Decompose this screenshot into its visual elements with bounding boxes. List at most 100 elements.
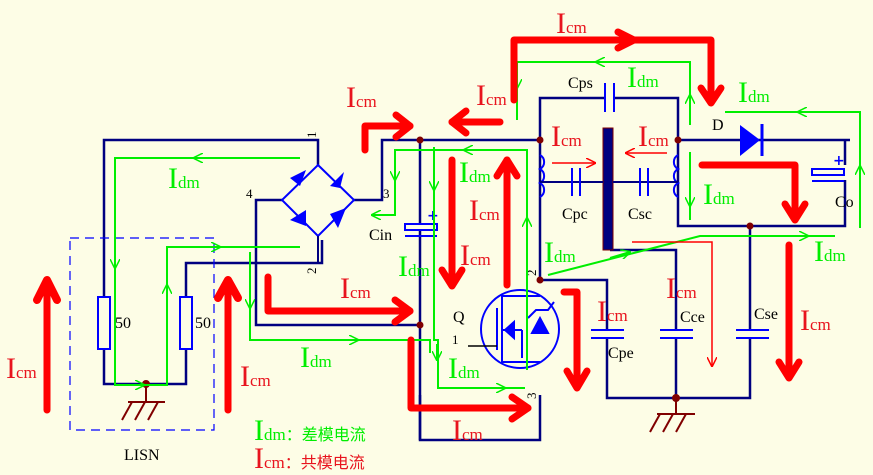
capacitor-cin: + [404, 208, 439, 237]
diode-icon [330, 208, 346, 228]
wire-lisn-r2 [184, 240, 324, 298]
cse-label: Cse [754, 306, 778, 323]
idm-label: Idm [168, 162, 200, 195]
wire-lisn-to-bridge-1 [102, 138, 320, 300]
idm-label: Idm [738, 76, 770, 109]
cm-arrow-up [33, 276, 61, 414]
cps-label: Cps [568, 75, 593, 92]
idm-label: Idm [459, 156, 491, 189]
mosfet-q-label: Q [453, 309, 465, 326]
cm-arrow [448, 107, 504, 137]
bridge-pin-2: 2 [304, 268, 319, 275]
diode-icon [330, 172, 344, 188]
cpe-label: Cpe [608, 345, 634, 362]
cm-arrow-down [698, 161, 809, 224]
idm-label: Idm [814, 235, 846, 268]
resistor-r2 [179, 296, 193, 350]
cm-current-paths [33, 28, 809, 423]
cm-arrow-down [438, 156, 466, 290]
plus-sign: + [427, 208, 439, 224]
resistor-r2-label: 50 [195, 315, 211, 332]
co-label: Co [835, 194, 854, 211]
lisn-box [69, 237, 215, 431]
icm-label: Icm [556, 7, 587, 40]
cm-arrow [407, 336, 532, 423]
transformer [537, 154, 681, 198]
cm-arrow-up [493, 156, 521, 289]
cin-label: Cin [369, 227, 392, 244]
icm-label: Icm [469, 194, 500, 227]
mosfet-q [480, 289, 560, 369]
secondary-winding [672, 154, 681, 198]
wire-diode-co [678, 138, 850, 165]
dm-path [433, 147, 525, 389]
cpc-label: Cpc [562, 206, 588, 223]
dm-path [516, 61, 691, 125]
capacitor-co: + [811, 153, 845, 182]
icm-label: Icm [800, 304, 831, 337]
legend: Idm：差模电流 Icm：共模电流 [254, 414, 366, 475]
wire-cse [677, 226, 752, 400]
mosfet-pin-1: 1 [452, 332, 459, 347]
resistor-r1-label: 50 [115, 315, 131, 332]
current-labels: Idm Idm Idm Idm Idm Idm Idm Idm Idm Idm … [6, 7, 846, 447]
circuit-nodes [416, 136, 754, 329]
icm-label: Icm [476, 79, 507, 112]
capacitor-cps [604, 83, 615, 112]
primary-winding [537, 154, 546, 198]
icm-label: Icm [340, 272, 371, 305]
csc-label: Csc [628, 206, 652, 223]
wire-lisn-bottom [102, 350, 188, 386]
icm-label: Icm [551, 120, 582, 153]
lisn-label: LISN [124, 447, 160, 464]
idm-label: Idm [300, 341, 332, 374]
ground-icon-lisn [121, 380, 165, 421]
wire-bottom-return [418, 395, 542, 442]
mosfet-pin-3: 3 [524, 393, 539, 400]
legend-dm: Idm：差模电流 [254, 414, 366, 447]
icm-label: Icm [666, 272, 697, 305]
cm-arrow [264, 273, 414, 326]
diode-icon [290, 170, 306, 186]
cm-thin-arrows [552, 153, 712, 366]
capacitor-cce [660, 329, 693, 339]
icm-label: Icm [460, 239, 491, 272]
mosfet-pin-2: 2 [524, 270, 539, 277]
resistor-r1 [97, 296, 111, 350]
idm-label: Idm [448, 352, 480, 385]
wire-bridge-3 [354, 138, 540, 202]
idm-label: Idm [703, 178, 735, 211]
legend-cm: Icm：共模电流 [254, 442, 365, 475]
cce-label: Cce [680, 309, 705, 326]
bridge-rectifier [280, 163, 356, 263]
cm-arrow [510, 28, 725, 107]
icm-label: Icm [240, 360, 271, 393]
capacitor-csc [639, 168, 649, 196]
capacitor-cse [736, 329, 769, 339]
idm-label: Idm [627, 61, 659, 94]
plus-sign: + [833, 153, 845, 169]
cm-arrow [361, 111, 414, 154]
bridge-pin-1: 1 [304, 132, 319, 139]
bridge-pin-3: 3 [383, 186, 390, 201]
icm-label: Icm [638, 120, 669, 153]
icm-label: Icm [597, 295, 628, 328]
dm-path [114, 157, 300, 386]
icm-label: Icm [6, 352, 37, 385]
ground-icon-main [649, 394, 695, 433]
dm-path [725, 111, 861, 228]
diode-icon [290, 210, 306, 226]
cm-arrow-up [214, 276, 242, 414]
idm-label: Idm [544, 236, 576, 269]
cm-arrow-down [775, 241, 803, 382]
icm-label: Icm [346, 81, 377, 114]
diode-d-label: D [712, 117, 724, 134]
cm-arrow-down [560, 288, 591, 392]
transformer-core [602, 127, 614, 251]
icm-label: Icm [452, 414, 483, 447]
idm-label: Idm [398, 250, 430, 283]
capacitor-cpc [571, 168, 581, 196]
diode-d [740, 124, 764, 156]
bridge-pin-4: 4 [246, 186, 253, 201]
